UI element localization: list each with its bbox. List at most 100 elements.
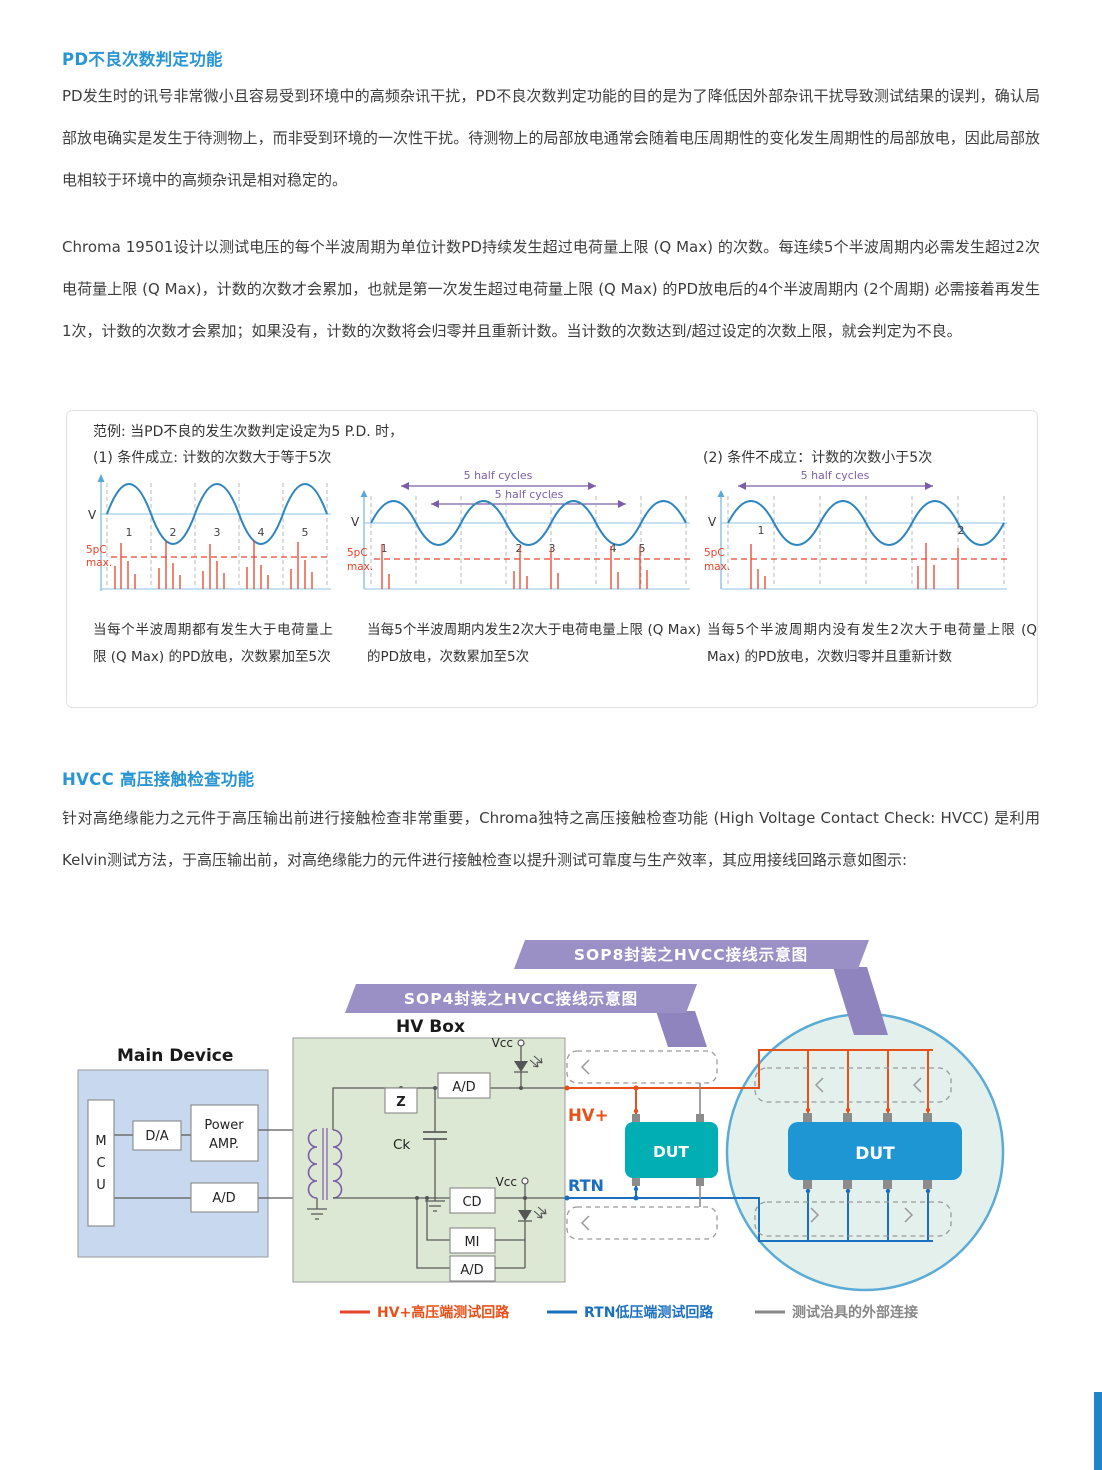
mi-label: MI xyxy=(464,1235,479,1250)
junction-dot-ad2 xyxy=(415,1196,419,1200)
w2-count-1: 1 xyxy=(381,542,388,555)
w2-count-3: 3 xyxy=(549,542,556,555)
hv-box-wires xyxy=(332,1087,565,1269)
cd-label: CD xyxy=(462,1195,481,1210)
w3-sine-wave xyxy=(727,500,1005,546)
mcu-letter-u: U xyxy=(96,1178,106,1193)
hv-ad-label: A/D xyxy=(452,1080,475,1095)
legend-hv-label: HV+高压端测试回路 xyxy=(377,1304,510,1321)
vcc-top-label: Vcc xyxy=(492,1036,513,1050)
opto-arrows-bottom xyxy=(533,1206,547,1219)
pd-section-heading: PD不良次数判定功能 xyxy=(62,50,223,69)
w3-qmax-label-2: max. xyxy=(704,561,730,573)
pd-example-box: 范例: 当PD不良的发生次数判定设定为5 P.D. 时， (1) 条件成立: 计… xyxy=(66,410,1038,708)
sop4-fixture-loop-bottom xyxy=(566,1206,718,1240)
w1-v-label: V xyxy=(88,508,97,522)
waveform-count-accumulates: 5 half cycles 5 half cycles V xyxy=(347,469,690,590)
da-converter-label: D/A xyxy=(145,1129,168,1144)
dut-sop8-pins xyxy=(803,1113,932,1189)
sop4-fixture-loop-top xyxy=(566,1050,718,1084)
sop4-banner xyxy=(345,984,697,1013)
w3-halfcycle-gridlines xyxy=(727,496,1005,587)
w2-count-4: 4 xyxy=(610,542,617,555)
waveform-1-caption: 当每个半波周期都有发生大于电荷量上限 (Q Max) 的PD放电，次数累加至5次 xyxy=(93,622,333,665)
waveform-every-halfcycle: V 1 2 3 4 5 5pC max. xyxy=(86,474,331,591)
power-amp-box xyxy=(190,1104,259,1162)
mcu-box xyxy=(87,1099,115,1227)
main-ad-box xyxy=(190,1182,259,1213)
hv-ad-box xyxy=(437,1072,491,1099)
sop8-banner-label: SOP8封装之HVCC接线示意图 xyxy=(574,945,808,964)
w2-count-2: 2 xyxy=(516,542,523,555)
w3-count-2: 2 xyxy=(958,524,965,537)
w2-window-arrows: 5 half cycles 5 half cycles xyxy=(401,469,626,508)
w3-window-arrow: 5 half cycles xyxy=(738,469,933,490)
ck-capacitor-label: Ck xyxy=(393,1137,410,1153)
sop4-banner-tail xyxy=(656,1011,707,1047)
sop4-banner-label: SOP4封装之HVCC接线示意图 xyxy=(404,989,638,1008)
ground-symbol-primary xyxy=(307,1198,327,1220)
vcc-bottom-label: Vcc xyxy=(496,1175,517,1189)
w3-qmax-label-1: 5pC xyxy=(704,547,725,559)
dut-sop8-box xyxy=(788,1122,962,1180)
rtn-wiring xyxy=(564,1186,933,1242)
w2-halfcycle-gridlines xyxy=(370,496,687,587)
main-ad-label: A/D xyxy=(212,1191,235,1206)
dut-sop4-label: DUT xyxy=(653,1143,689,1161)
w2-pd-spikes xyxy=(381,544,648,589)
pd-paragraph-2: Chroma 19501设计以测试电压的每个半波周期为单位计数PD持续发生超过电… xyxy=(62,238,1040,340)
vcc-optocoupler-top: Vcc xyxy=(492,1036,543,1088)
example-condition-met: (1) 条件成立: 计数的次数大于等于5次 xyxy=(93,450,332,466)
w1-count-4: 4 xyxy=(258,526,265,539)
sop8-banner-tail xyxy=(833,967,888,1035)
w3-v-label: V xyxy=(708,515,717,529)
w1-count-3: 3 xyxy=(214,526,221,539)
w2-v-label: V xyxy=(351,515,360,529)
junction-dot-ck xyxy=(433,1086,437,1090)
z-impedance-label: Z xyxy=(396,1095,405,1110)
legend-rtn-label: RTN低压端测试回路 xyxy=(584,1304,714,1321)
hv-ad2-box xyxy=(449,1255,496,1282)
hv-plus-label: HV+ xyxy=(568,1106,608,1125)
hv-box-title: HV Box xyxy=(396,1017,465,1037)
hvcc-section-heading: HVCC 高压接触检查功能 xyxy=(62,770,255,789)
hv-ad2-label: A/D xyxy=(460,1263,483,1278)
legend-fixture-label: 测试治具的外部连接 xyxy=(792,1304,918,1321)
hv-plus-wiring xyxy=(564,1049,933,1114)
page-edge-accent-bar xyxy=(1094,1392,1102,1470)
w3-arrow-label: 5 half cycles xyxy=(801,469,870,482)
sop4-loop-arrow-top xyxy=(580,1059,590,1075)
dut-sop4-pins xyxy=(632,1114,704,1186)
vcc-optocoupler-bottom: Vcc xyxy=(495,1175,547,1269)
w2-sine-wave xyxy=(370,500,687,546)
w1-halfcycle-gridlines xyxy=(106,483,328,587)
sop8-loop-arrow-top-2 xyxy=(912,1077,922,1093)
w2-arrow-label-1: 5 half cycles xyxy=(464,469,533,482)
diagram-legend: HV+高压端测试回路 RTN低压端测试回路 测试治具的外部连接 xyxy=(340,1304,918,1321)
junction-dot-mi xyxy=(425,1196,429,1200)
sop8-fixture-loop-top xyxy=(754,1067,952,1103)
power-amp-label-1: Power xyxy=(204,1118,244,1133)
da-converter-box xyxy=(132,1120,182,1151)
waveform-3-caption: 当每5个半波周期内没有发生2次大于电荷量上限 (Q Max) 的PD放电，次数归… xyxy=(707,622,1037,665)
w3-pd-spikes xyxy=(750,543,959,589)
main-device-title: Main Device xyxy=(117,1046,233,1066)
sop8-loop-arrow-top-1 xyxy=(814,1077,824,1093)
w2-arrow-label-2: 5 half cycles xyxy=(495,488,564,501)
sop8-loop-arrow-bottom-1 xyxy=(810,1207,820,1223)
z-impedance-box xyxy=(384,1087,418,1114)
sop4-loop-arrow-bottom xyxy=(580,1215,590,1231)
example-title: 范例: 当PD不良的发生次数判定设定为5 P.D. 时， xyxy=(93,424,404,440)
waveform-count-reset: 5 half cycles V 1 2 5pC max. xyxy=(704,469,1007,590)
dut-sop4-box xyxy=(625,1122,718,1178)
example-condition-not-met: (2) 条件不成立：计数的次数小于5次 xyxy=(703,450,933,466)
hvcc-wiring-diagram: SOP8封装之HVCC接线示意图 SOP4封装之HVCC接线示意图 HV Box… xyxy=(77,940,1005,1321)
w1-pd-spikes xyxy=(114,540,313,589)
w1-count-2: 2 xyxy=(170,526,177,539)
hvcc-paragraph: 针对高绝缘能力之元件于高压输出前进行接触检查非常重要，Chroma独特之高压接触… xyxy=(62,809,1040,869)
power-amp-label-2: AMP. xyxy=(209,1137,239,1152)
w2-qmax-label-1: 5pC xyxy=(347,547,368,559)
opto-arrows-top xyxy=(529,1055,543,1068)
w1-qmax-label-2: max. xyxy=(86,557,112,569)
